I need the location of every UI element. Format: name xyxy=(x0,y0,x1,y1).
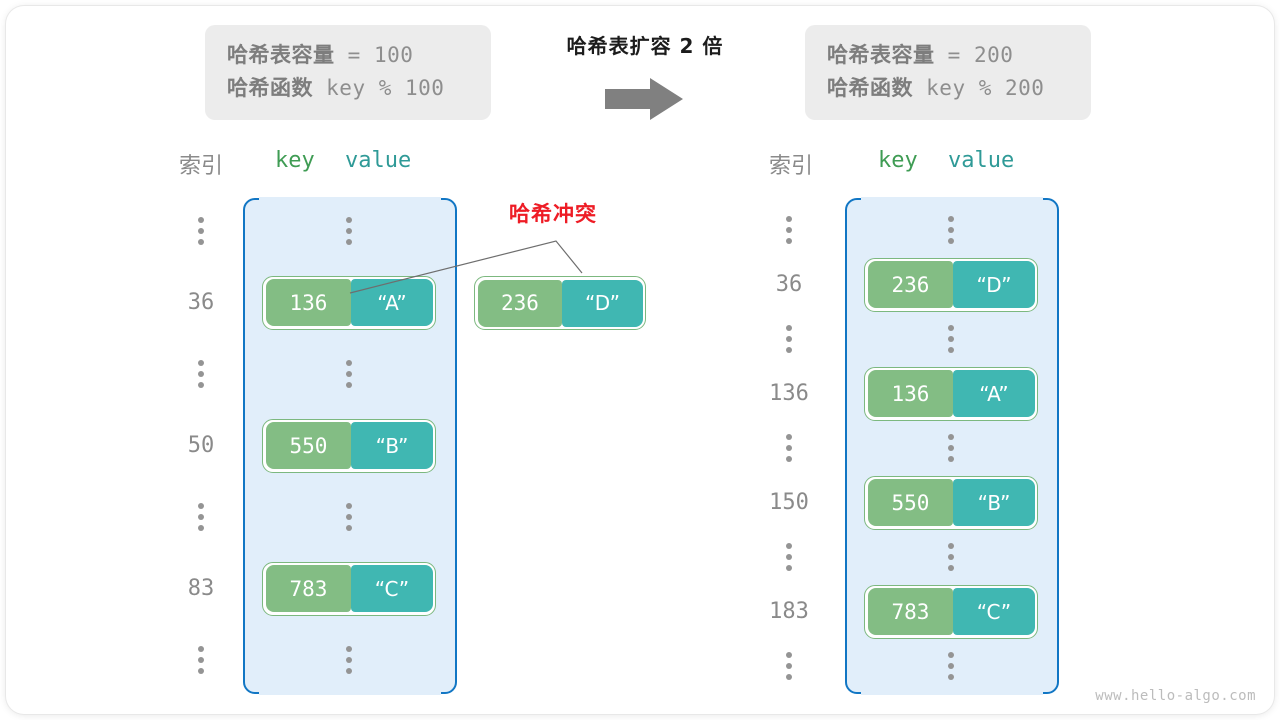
hashfn-value-after: key % 200 xyxy=(926,75,1045,100)
capacity-value-before: = 100 xyxy=(347,43,414,67)
right-entry-value: “C” xyxy=(953,588,1035,635)
left-entry-value: “B” xyxy=(351,422,433,469)
vertical-ellipsis-icon xyxy=(786,652,792,680)
capacity-line-after: 哈希表容量 = 200 xyxy=(827,39,1069,72)
capacity-line-before: 哈希表容量 = 100 xyxy=(227,39,469,72)
right-entry-key: 550 xyxy=(867,479,954,526)
vertical-ellipsis-icon xyxy=(198,646,204,674)
table-row: 136“A” xyxy=(864,366,1038,421)
colliding-entry-key: 236 xyxy=(477,279,563,327)
right-entry-value: “D” xyxy=(953,261,1035,308)
right-index-value: 183 xyxy=(769,599,809,624)
right-entry-key: 136 xyxy=(867,370,954,417)
transition-caption: 哈希表扩容 2 倍 xyxy=(566,34,724,58)
right-index-ellipsis xyxy=(758,434,820,462)
colliding-entry: 236 “D” xyxy=(474,276,646,330)
hashfn-line-before: 哈希函数 key % 100 xyxy=(227,72,469,105)
right-index-value: 150 xyxy=(769,490,809,515)
right-entry-key: 783 xyxy=(867,588,954,635)
hash-config-after: 哈希表容量 = 200 哈希函数 key % 200 xyxy=(805,25,1091,121)
left-index-header: 索引 xyxy=(178,154,223,179)
left-key-header: key xyxy=(275,148,315,173)
hash-config-before: 哈希表容量 = 100 哈希函数 key % 100 xyxy=(205,25,491,121)
vertical-ellipsis-icon xyxy=(198,217,204,245)
right-index-value: 36 xyxy=(775,272,803,297)
vertical-ellipsis-icon xyxy=(786,543,792,571)
left-index-value: 83 xyxy=(187,576,215,601)
vertical-ellipsis-icon xyxy=(198,503,204,531)
right-index-ellipsis xyxy=(758,543,820,571)
table-row: 783“C” xyxy=(262,561,436,616)
right-row-ellipsis xyxy=(947,325,955,353)
hashfn-line-after: 哈希函数 key % 200 xyxy=(827,72,1069,105)
right-index-value: 136 xyxy=(769,381,809,406)
left-row-ellipsis xyxy=(345,646,353,674)
left-row-ellipsis xyxy=(345,503,353,531)
left-index-ellipsis xyxy=(170,503,232,531)
right-row-ellipsis xyxy=(947,434,955,462)
right-entry-value: “A” xyxy=(953,370,1035,417)
right-index-ellipsis xyxy=(758,216,820,244)
left-row-ellipsis xyxy=(345,217,353,245)
right-row-ellipsis xyxy=(947,543,955,571)
table-row: 550“B” xyxy=(864,475,1038,530)
table-row: 136“A” xyxy=(262,275,436,330)
colliding-entry-value: “D” xyxy=(562,279,643,327)
hashfn-label-before: 哈希函数 xyxy=(227,75,313,100)
watermark: www.hello-algo.com xyxy=(1095,688,1256,704)
table-row: 236“D” xyxy=(864,257,1038,312)
left-entry-value: “C” xyxy=(351,565,433,612)
left-row-ellipsis xyxy=(345,360,353,388)
left-index-value: 50 xyxy=(187,433,215,458)
canvas-frame xyxy=(6,6,1274,714)
left-entry-key: 783 xyxy=(265,565,352,612)
vertical-ellipsis-icon xyxy=(786,216,792,244)
right-entry-value: “B” xyxy=(953,479,1035,526)
table-row: 783“C” xyxy=(864,584,1038,639)
left-entry-value: “A” xyxy=(351,279,433,326)
hashfn-value-before: key % 100 xyxy=(326,75,445,100)
right-row-ellipsis xyxy=(947,216,955,244)
vertical-ellipsis-icon xyxy=(786,325,792,353)
left-value-header: value xyxy=(345,148,412,173)
left-index-ellipsis xyxy=(170,217,232,245)
left-index-value: 36 xyxy=(187,290,215,315)
collision-label: 哈希冲突 xyxy=(509,202,597,226)
capacity-label-after: 哈希表容量 xyxy=(827,43,935,67)
right-index-ellipsis xyxy=(758,652,820,680)
left-entry-key: 550 xyxy=(265,422,352,469)
table-row: 550“B” xyxy=(262,418,436,473)
right-key-header: key xyxy=(878,148,918,173)
vertical-ellipsis-icon xyxy=(786,434,792,462)
right-arrow-icon xyxy=(605,78,683,120)
right-index-header: 索引 xyxy=(768,154,813,179)
left-entry-key: 136 xyxy=(265,279,352,326)
left-index-ellipsis xyxy=(170,360,232,388)
right-row-ellipsis xyxy=(947,652,955,680)
right-index-ellipsis xyxy=(758,325,820,353)
capacity-value-after: = 200 xyxy=(947,43,1014,67)
left-index-ellipsis xyxy=(170,646,232,674)
right-entry-key: 236 xyxy=(867,261,954,308)
capacity-label-before: 哈希表容量 xyxy=(227,43,335,67)
hashfn-label-after: 哈希函数 xyxy=(827,75,913,100)
right-value-header: value xyxy=(948,148,1015,173)
vertical-ellipsis-icon xyxy=(198,360,204,388)
